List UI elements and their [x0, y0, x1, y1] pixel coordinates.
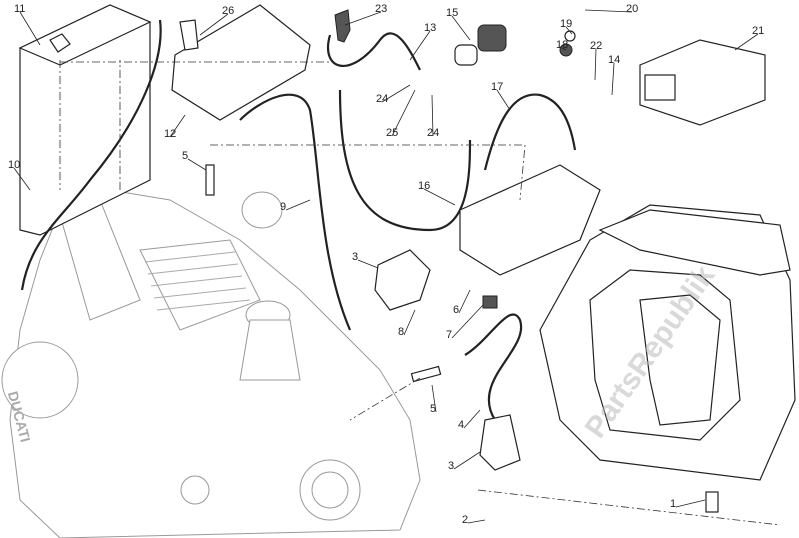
hv-cable-loop [338, 89, 472, 232]
callout-26: 26 [222, 5, 234, 17]
spark-plug-rear [410, 365, 442, 383]
leader-line [13, 167, 31, 191]
callout-10: 10 [8, 159, 20, 171]
leader-line [496, 89, 511, 111]
leader-line [561, 47, 567, 51]
leader-line [403, 309, 416, 336]
bracket [459, 164, 601, 276]
leader-line [467, 519, 486, 524]
ignition-coil-front [374, 249, 431, 311]
callout-18: 18 [556, 39, 568, 51]
callout-23: 23 [375, 3, 387, 15]
callout-3: 3 [352, 251, 358, 263]
leader-line [431, 384, 437, 413]
leader-line [285, 199, 311, 211]
ecu [639, 39, 766, 126]
leader-line [423, 188, 456, 206]
terminal-cover [179, 19, 199, 51]
leader-line [409, 30, 431, 61]
airbox [539, 204, 796, 481]
callout-11: 11 [14, 3, 25, 15]
battery-tray [171, 4, 311, 121]
ground-cable [20, 19, 162, 291]
leader-line [584, 9, 633, 13]
leader-line [458, 289, 471, 314]
starter-cable [327, 32, 421, 71]
leader-line [565, 26, 573, 35]
callout-4: 4 [458, 419, 464, 431]
ignition-coil-rear [479, 414, 521, 471]
leader-line [169, 114, 186, 138]
callout-12: 12 [164, 128, 176, 140]
battery [18, 4, 152, 236]
ecu-connector [644, 74, 676, 101]
leader-line [381, 84, 411, 103]
callout-19: 19 [560, 18, 572, 30]
cable-17 [483, 93, 577, 171]
rubber-boot [477, 24, 507, 52]
leader-line [451, 304, 484, 339]
callout-20: 20 [626, 3, 638, 15]
callout-7: 7 [446, 329, 452, 341]
callout-22: 22 [590, 40, 602, 52]
hv-cable-rear [464, 313, 523, 441]
leader-line [453, 451, 481, 470]
callout-25: 25 [386, 127, 398, 139]
leader-line [463, 409, 481, 429]
leader-line [187, 158, 207, 171]
callout-9: 9 [280, 201, 286, 213]
callout-21: 21 [752, 25, 764, 37]
callout-1: 1 [670, 498, 676, 510]
starter-relay [454, 44, 478, 66]
leader-line [199, 13, 229, 36]
leader-line [734, 33, 759, 51]
callout-15: 15 [446, 7, 458, 19]
callout-5: 5 [182, 150, 188, 162]
callout-17: 17 [491, 81, 503, 93]
callout-13: 13 [424, 22, 436, 34]
leader-line [19, 11, 41, 46]
hv-cable-front [239, 93, 352, 331]
leader-line [611, 62, 615, 96]
callout-2: 2 [462, 514, 468, 526]
callout-6: 6 [453, 304, 459, 316]
leader-line [451, 15, 471, 41]
leader-line [344, 11, 382, 26]
leader-line [594, 48, 597, 81]
callout-3: 3 [448, 460, 454, 472]
callout-5: 5 [430, 403, 436, 415]
leader-line [675, 499, 706, 508]
spark-plug-front [205, 164, 215, 196]
engine-assembly: DUCATI [1, 189, 421, 538]
callout-24: 24 [427, 127, 439, 139]
terminal-cap [334, 9, 351, 43]
leader-line [391, 89, 416, 137]
leader-line [357, 259, 379, 269]
callout-24: 24 [376, 93, 388, 105]
leader-line [431, 94, 434, 137]
callout-16: 16 [418, 180, 430, 192]
callout-14: 14 [608, 54, 620, 66]
rubber-mount [482, 295, 498, 309]
callout-8: 8 [398, 326, 404, 338]
spacer [564, 30, 576, 42]
bushing [705, 491, 719, 513]
